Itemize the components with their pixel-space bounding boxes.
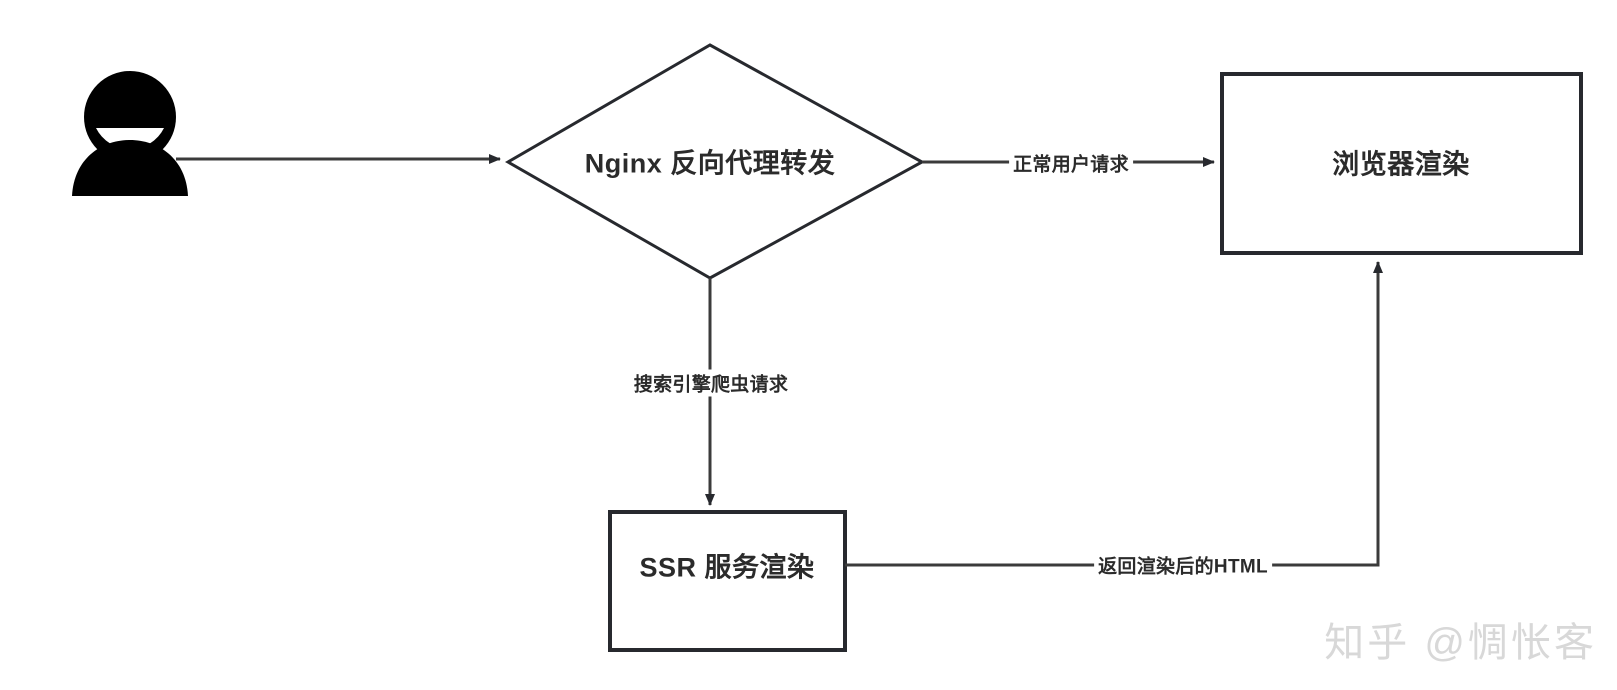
edge-ssr-to-browser bbox=[845, 261, 1383, 567]
watermark: 知乎 @惆怅客 bbox=[1324, 621, 1597, 665]
ssr-render-node[interactable] bbox=[608, 510, 847, 652]
ssr-node-label: SSR 服务渲染 bbox=[639, 552, 815, 583]
browser-node-label: 浏览器渲染 bbox=[1332, 149, 1470, 180]
edge-label-normal-user-request: 正常用户请求 bbox=[1009, 149, 1133, 177]
edge-label-return-rendered-html: 返回渲染后的HTML bbox=[1094, 551, 1272, 579]
browser-render-node[interactable] bbox=[1220, 72, 1583, 255]
user-person-icon bbox=[72, 71, 188, 196]
nginx-node-label: Nginx 反向代理转发 bbox=[584, 148, 836, 179]
edge-label-crawler-request: 搜索引擎爬虫请求 bbox=[629, 369, 793, 397]
